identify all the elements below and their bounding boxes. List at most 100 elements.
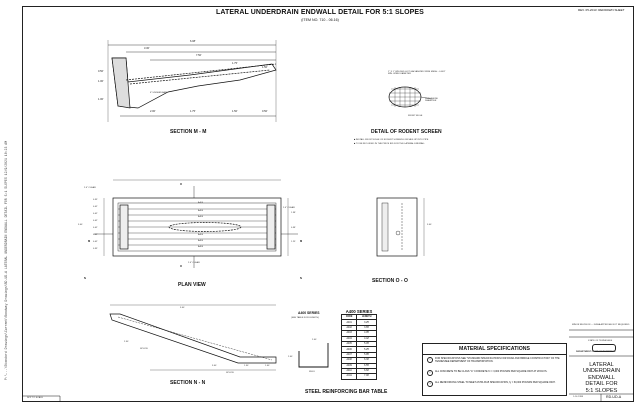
plan-bar-5: A400 <box>198 240 204 242</box>
title-line-4: DETAIL FOR <box>585 381 618 388</box>
bar-length-cell: 7.00' <box>356 373 377 380</box>
plan-left-dim-6: 0.42' <box>93 234 98 236</box>
item-number: (ITEM NO. 710 - 06.16) <box>301 18 339 22</box>
plan-clear-1: 2.0" CLEAR <box>84 187 96 189</box>
oo-dim: 3.00' <box>427 224 432 226</box>
plan-view-outline <box>112 197 282 257</box>
mm-dim-h: 2.00' <box>150 110 156 113</box>
sheet-border <box>22 6 634 402</box>
mm-underdrain-note: 6" UNDERDRAIN <box>150 92 168 94</box>
plan-left-dim-5: 0.42' <box>93 227 98 229</box>
mm-dim-i: 1.75' <box>190 110 196 113</box>
nn-splice-2: SPLICE <box>226 372 234 374</box>
plan-left-dim-3: 0.42' <box>93 213 98 215</box>
material-spec-1: 1 FOR SPECIFICATIONS SEE "STANDARD SPECI… <box>427 357 563 363</box>
section-oo-caption: SECTION O - O <box>372 278 408 284</box>
mm-dim-k: 0.50' <box>262 110 268 113</box>
section-oo-outline <box>376 197 418 257</box>
material-spec-3-text: ALL REINFORCING STEEL TO MEET ASTM A615 … <box>435 381 556 384</box>
plan-clear-3: 2.0" CLEAR <box>188 262 200 264</box>
a400-series-label: A400 SERIES <box>298 311 320 315</box>
a400-bar-mark: W401 <box>309 371 315 373</box>
a400-bar-shape <box>298 343 329 368</box>
material-spec-1-text: FOR SPECIFICATIONS SEE "STANDARD SPECIFI… <box>435 357 560 363</box>
a400-dim-left: 2.00' <box>288 356 293 358</box>
plan-label-m-right: M <box>300 240 303 243</box>
material-spec-2-num: 2 <box>427 370 433 376</box>
rodent-note-2-text: TO BE INCLUDED IN THE PRICE BID FOR THE … <box>355 143 425 145</box>
plan-left-dim-8: 0.33' <box>93 248 98 250</box>
mm-dim-g: 1.00' <box>98 98 104 101</box>
material-spec-2-text: ALL CONCRETE TO BE CLASS "A" CONCRETE f'… <box>435 370 548 373</box>
rodent-mesh-note: 1" X 1" WELDED HOT GALVANIZED WIRE MESH … <box>388 71 446 75</box>
plan-label-o-bottom: O <box>180 265 183 268</box>
nn-dim-3: 3.00' <box>212 365 217 367</box>
drawing-title: LATERAL UNDERDRAIN ENDWALL DETAIL FOR 5:… <box>216 9 424 16</box>
title-line-3: ENDWALL <box>588 374 615 381</box>
material-header: MATERIAL SPECIFICATIONS <box>459 346 530 352</box>
bar-code-cell: A411 <box>340 373 358 380</box>
plan-bar-4: A400 <box>198 234 204 236</box>
mm-dim-a: 3.30' <box>144 47 150 50</box>
mm-dim-j: 1.50' <box>232 110 238 113</box>
plan-left-dim-4: 0.42' <box>93 220 98 222</box>
nn-dim-4: 1.50' <box>244 365 249 367</box>
section-mm-caption: SECTION M - M <box>170 129 207 135</box>
material-spec-2: 2 ALL CONCRETE TO BE CLASS "A" CONCRETE … <box>427 370 563 376</box>
plan-bar-3: A400 <box>198 216 204 218</box>
drawing-date: 1-14-1998 <box>573 396 583 398</box>
material-spec-1-num: 1 <box>427 357 433 363</box>
revision-note: REV. 05-2013: REDRAWN SHEET <box>578 8 625 12</box>
a400-dim-right: 2.00' <box>312 339 317 341</box>
rodent-note-2: ■ TO BE INCLUDED IN THE PRICE BID FOR TH… <box>354 143 425 145</box>
plan-label-n-right: N <box>300 277 302 280</box>
mm-dim-d: 1.50' <box>262 66 268 69</box>
minor-revision-note: MINOR REVISION — FHWA APPROVAL NOT REQUI… <box>572 324 630 326</box>
nn-dim-2: 3.00' <box>180 307 185 309</box>
bar-table-caption: STEEL REINFORCING BAR TABLE <box>305 389 388 395</box>
plan-left-dim-1: 0.33' <box>93 199 98 201</box>
plan-label-o-top: O <box>180 183 183 186</box>
title-block-name: LATERAL UNDERDRAIN ENDWALL DETAIL FOR 5:… <box>569 362 634 394</box>
rodent-caption: DETAIL OF RODENT SCREEN <box>371 129 442 135</box>
plan-clear-2: 2.0" CLEAR <box>283 207 295 209</box>
mm-dim-b: 7.50' <box>196 54 202 57</box>
material-spec-3-num: 3 <box>427 381 433 387</box>
department-label: DEPARTMENT OF TRANSPORTATION <box>576 351 616 353</box>
plan-bar-6: A400 <box>198 246 204 248</box>
plan-right-dim-3: 1.25' <box>291 241 296 243</box>
rodent-note-1-text: INSTALL FRONT EDGE OF RODENT SCREEN 6 IN… <box>355 139 429 141</box>
title-line-1: LATERAL <box>589 362 614 368</box>
material-header-rule <box>423 354 566 355</box>
plan-left-dim-2: 0.42' <box>93 206 98 208</box>
title-line-5: 5:1 SLOPES <box>585 387 618 394</box>
nn-dim-5: 1.00' <box>265 365 270 367</box>
mm-dim-c: 1.75' <box>232 62 238 65</box>
not-to-scale: NOT TO SCALE <box>27 397 43 399</box>
plan-right-dim-2: 0.38' <box>291 227 296 229</box>
a400-series-sub: (SEE TABLE FOR LENGTH) <box>291 317 319 319</box>
mm-dim-f: 1.00' <box>98 80 104 83</box>
mm-dim-e: 0.50' <box>98 70 104 73</box>
section-nn-caption: SECTION N - N <box>170 380 206 386</box>
material-specifications: MATERIAL SPECIFICATIONS 1 FOR SPECIFICAT… <box>422 343 567 396</box>
section-nn-outline <box>109 313 277 364</box>
plan-right-dim-1: 1.38' <box>291 212 296 214</box>
plan-label-n-left: N <box>84 277 86 280</box>
nn-dim-1: 2.50' <box>124 341 129 343</box>
title-line-2: UNDERDRAIN <box>582 368 621 375</box>
plan-left-dim-7: 0.42' <box>93 241 98 243</box>
rodent-pipe-note: PIPE INSIDE DIAMETER <box>425 98 438 102</box>
nn-splice-1: SPLICE <box>140 348 148 350</box>
plan-bar-1: A400 <box>198 202 204 204</box>
section-mm-headwall <box>111 57 131 109</box>
plan-bar-2: A400 <box>198 210 204 212</box>
material-spec-3: 3 ALL REINFORCING STEEL TO MEET ASTM A61… <box>427 381 563 387</box>
rodent-note-1: ■ INSTALL FRONT EDGE OF RODENT SCREEN 6 … <box>354 139 429 141</box>
